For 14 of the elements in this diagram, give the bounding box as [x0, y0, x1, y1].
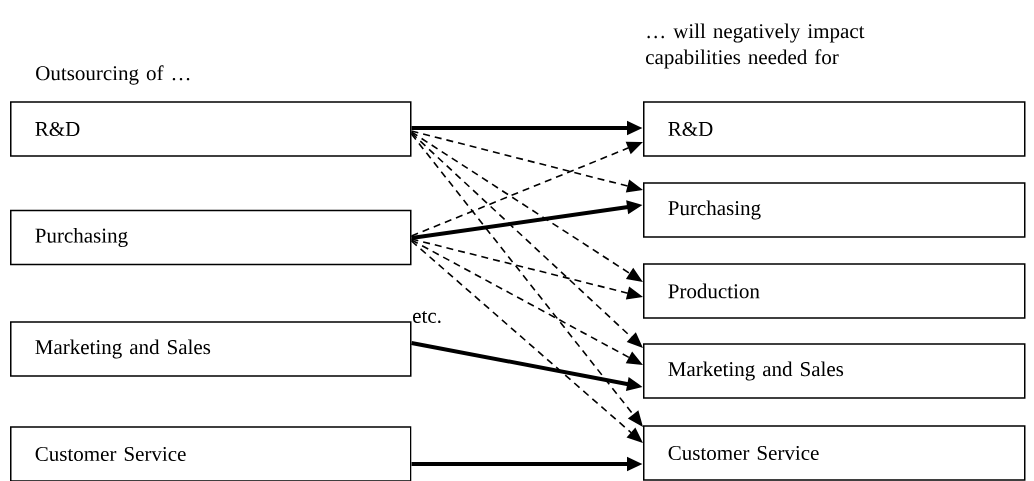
process-box: Customer Service: [643, 425, 1026, 481]
process-box: Production: [643, 263, 1026, 319]
arrow: [410, 240, 643, 443]
label-text: … will negatively impact capabilities needed for: [646, 23, 865, 69]
process-box: R&D: [643, 101, 1026, 157]
process-box: Purchasing: [643, 182, 1026, 238]
arrow: [410, 133, 643, 427]
arrow: [410, 132, 643, 348]
process-box: Customer Service: [10, 426, 412, 481]
label-text: etc.: [413, 310, 441, 324]
process-box: Marketing and Sales: [643, 343, 1026, 399]
process-box: R&D: [10, 101, 412, 157]
process-box: Marketing and Sales: [10, 321, 412, 377]
process-box: Purchasing: [10, 209, 412, 266]
